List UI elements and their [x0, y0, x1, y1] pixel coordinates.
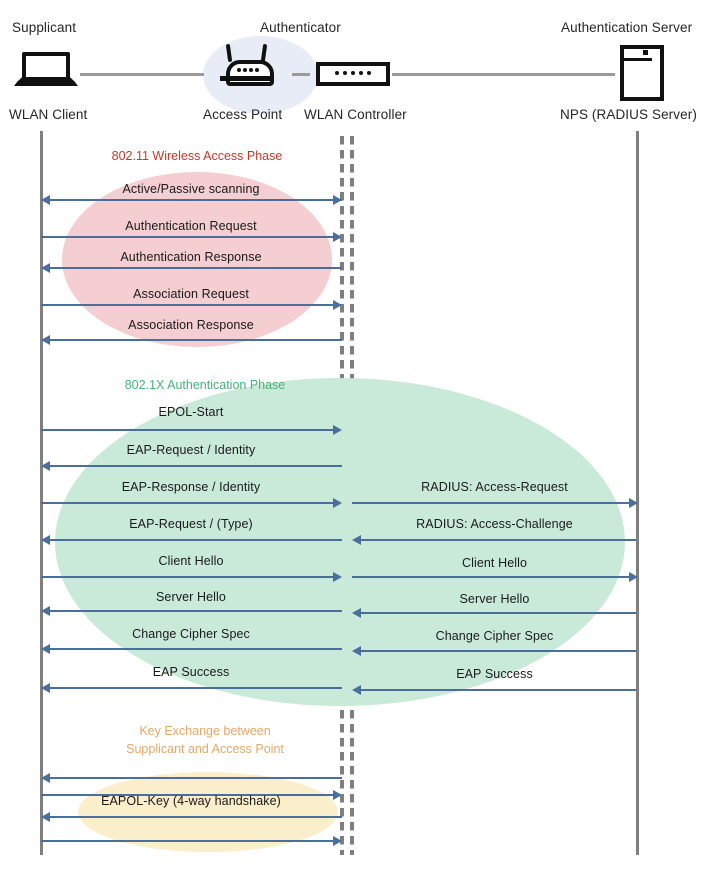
message-line: [41, 840, 339, 842]
message-line: [41, 794, 339, 796]
message-line: [352, 502, 631, 504]
arrowhead-left-icon: [41, 606, 50, 616]
arrowhead-right-icon: [629, 572, 638, 582]
lifeline-supplicant: [40, 131, 43, 855]
message-line: [44, 465, 342, 467]
arrowhead-right-icon: [333, 425, 342, 435]
lifeline-authentication-server: [636, 131, 639, 855]
arrowhead-right-icon: [629, 498, 638, 508]
arrowhead-left-icon: [41, 644, 50, 654]
message-line: [44, 610, 342, 612]
message-label: Association Request: [133, 287, 249, 301]
message-line: [41, 576, 339, 578]
laptop-icon: [14, 52, 78, 90]
phase-title-key-exchange: Key Exchange between Supplicant and Acce…: [126, 724, 284, 756]
arrowhead-left-icon: [41, 195, 50, 205]
message-line: [358, 612, 636, 614]
wire-controller-to-server: [392, 73, 615, 76]
message-label: EAP Success: [152, 665, 230, 679]
arrowhead-right-icon: [333, 572, 342, 582]
message-label: Change Cipher Spec: [435, 629, 554, 643]
arrowhead-left-icon: [352, 608, 361, 618]
wire-client-to-ap: [80, 73, 204, 76]
arrowhead-right-icon: [333, 498, 342, 508]
arrowhead-left-icon: [41, 263, 50, 273]
actor-name-wlan-controller: WLAN Controller: [304, 107, 407, 122]
message-label: EAP-Request / (Type): [129, 517, 253, 531]
actor-name-nps-radius-server: NPS (RADIUS Server): [560, 107, 697, 122]
message-line: [44, 539, 342, 541]
wire-ap-to-controller: [292, 73, 310, 76]
actor-role-supplicant: Supplicant: [12, 20, 77, 35]
message-line: [44, 777, 342, 779]
message-line: [352, 576, 631, 578]
message-line: [44, 339, 342, 341]
message-line: [41, 429, 339, 431]
actor-role-authenticator: Authenticator: [260, 20, 341, 35]
arrowhead-right-icon: [333, 300, 342, 310]
arrowhead-left-icon: [352, 646, 361, 656]
server-icon: [620, 45, 664, 101]
message-label: EAP-Response / Identity: [121, 480, 261, 494]
message-label: Change Cipher Spec: [132, 627, 250, 641]
arrowhead-left-icon: [41, 773, 50, 783]
actor-name-wlan-client: WLAN Client: [9, 107, 88, 122]
phase-title-dot1x-authentication: 802.1X Authentication Phase: [124, 378, 286, 392]
message-label: EPOL-Start: [158, 405, 224, 419]
arrowhead-left-icon: [352, 685, 361, 695]
arrowhead-right-icon: [333, 195, 342, 205]
message-line: [358, 539, 636, 541]
message-label: Active/Passive scanning: [122, 182, 260, 196]
message-label: RADIUS: Access-Challenge: [416, 517, 573, 531]
message-label: Authentication Request: [125, 219, 257, 233]
arrowhead-right-icon: [333, 836, 342, 846]
phase-ellipse-key-exchange: [78, 772, 338, 852]
wlan-controller-icon: [316, 62, 390, 86]
arrowhead-left-icon: [352, 535, 361, 545]
message-line: [358, 689, 636, 691]
message-label: Authentication Response: [120, 250, 262, 264]
message-label: Client Hello: [158, 554, 224, 568]
message-label: EAP-Request / Identity: [126, 443, 256, 457]
message-line: [41, 236, 339, 238]
actor-name-access-point: Access Point: [203, 107, 283, 122]
message-line: [44, 199, 342, 201]
phase-title-wireless-access: 802.11 Wireless Access Phase: [111, 149, 283, 163]
message-label: Client Hello: [461, 556, 528, 570]
arrowhead-left-icon: [41, 812, 50, 822]
message-line: [44, 648, 342, 650]
arrowhead-right-icon: [333, 790, 342, 800]
message-label: Server Hello: [156, 590, 226, 604]
message-label: EAP Success: [456, 667, 533, 681]
message-label: Server Hello: [459, 592, 530, 606]
arrowhead-left-icon: [41, 461, 50, 471]
message-line: [358, 650, 636, 652]
message-line: [41, 304, 339, 306]
message-label: RADIUS: Access-Request: [421, 480, 568, 494]
message-line: [44, 816, 342, 818]
actor-role-authentication-server: Authentication Server: [561, 20, 693, 35]
message-line: [44, 267, 342, 269]
access-point-icon: [218, 43, 274, 86]
arrowhead-left-icon: [41, 683, 50, 693]
message-line: [41, 502, 339, 504]
message-line: [44, 687, 342, 689]
message-label-eapol-key: EAPOL-Key (4-way handshake): [101, 794, 281, 808]
arrowhead-left-icon: [41, 335, 50, 345]
phase-ellipse-wireless-access: [62, 172, 332, 347]
arrowhead-right-icon: [333, 232, 342, 242]
arrowhead-left-icon: [41, 535, 50, 545]
message-label: Association Response: [128, 318, 254, 332]
